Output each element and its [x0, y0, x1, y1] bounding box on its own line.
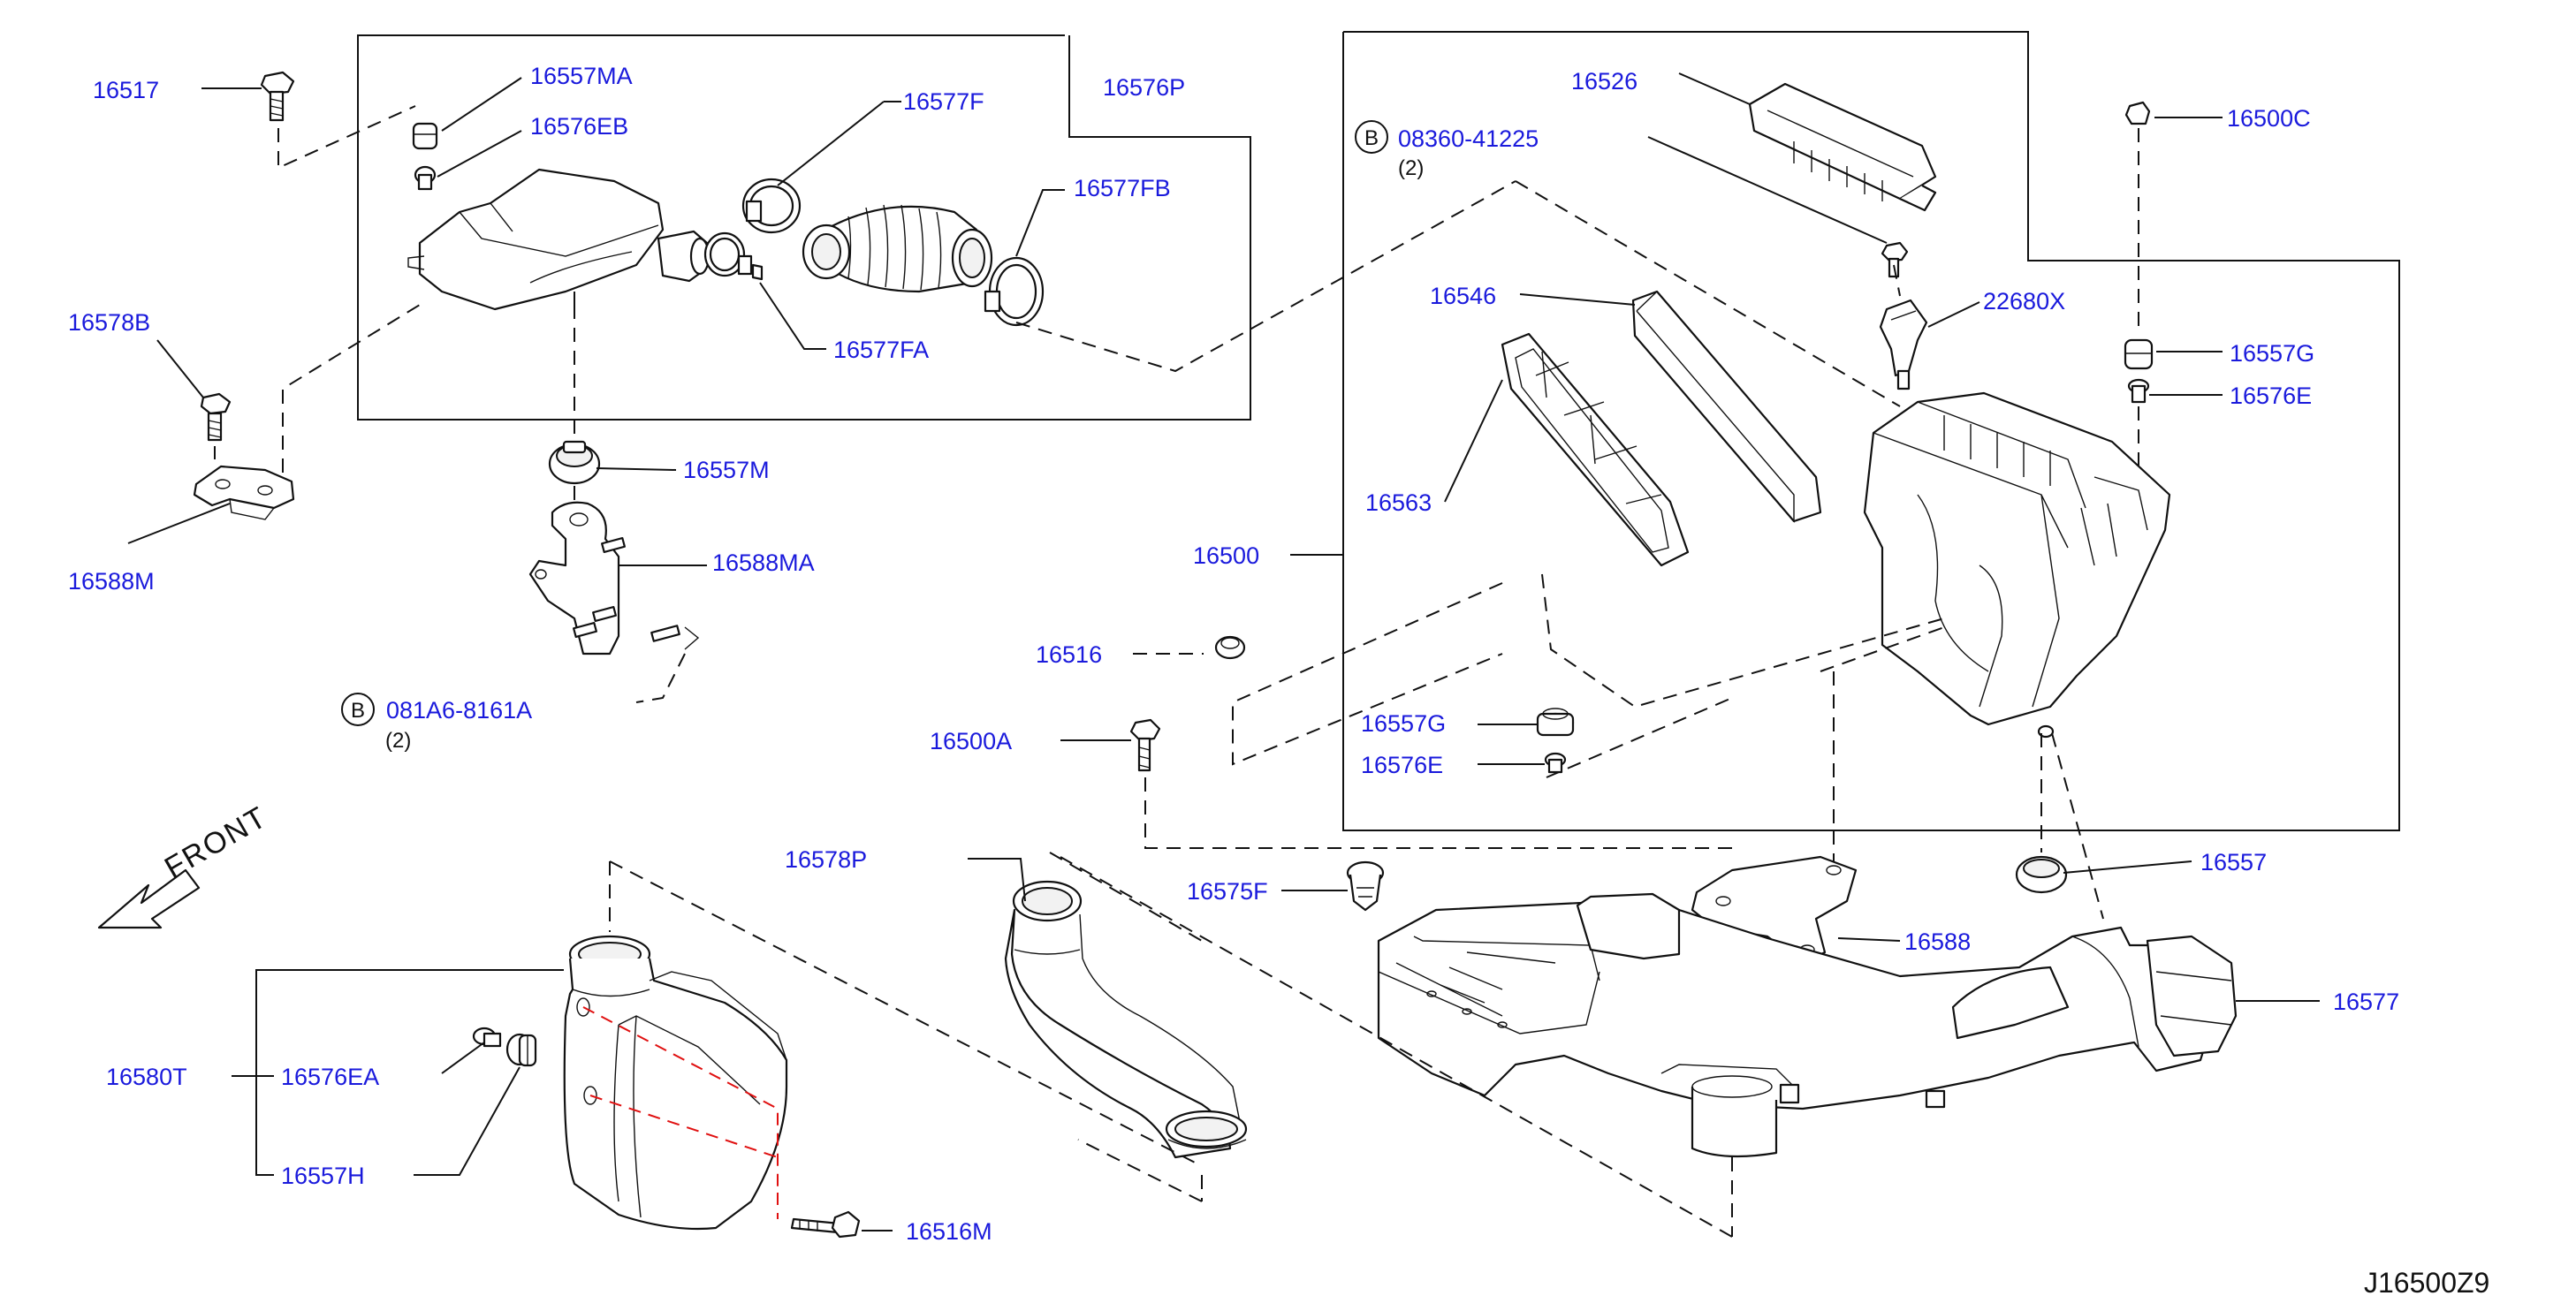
collar-16576E-icon	[1544, 752, 1567, 774]
box-16576P	[357, 34, 1251, 421]
bracket-16588MA-icon	[528, 501, 700, 656]
label-16576EB: 16576EB	[530, 113, 628, 140]
bolt-marker-08360: B	[1355, 120, 1388, 154]
bolt-16516M-icon	[790, 1210, 861, 1239]
label-16576E-right: 16576E	[2230, 383, 2312, 409]
label-16578P: 16578P	[785, 846, 867, 873]
sensor-22680X-icon	[1879, 299, 1928, 390]
label-16577FA: 16577FA	[833, 337, 929, 363]
bolt-marker-081A6: B	[341, 693, 375, 726]
bolt-16500A-icon	[1129, 718, 1161, 772]
label-08360-qty: (2)	[1398, 156, 1424, 180]
label-16578B: 16578B	[68, 309, 150, 336]
label-16500: 16500	[1193, 542, 1259, 569]
box-16500	[1342, 31, 2400, 831]
clamp-16577FB-icon	[984, 256, 1045, 327]
part-labels: 16517 16557MA 16576EB 16577F 16576P 1657…	[68, 63, 2399, 1245]
label-16588MA: 16588MA	[712, 549, 815, 576]
label-081A6-qty: (2)	[385, 729, 411, 753]
label-16516: 16516	[1036, 641, 1102, 668]
label-16546: 16546	[1430, 283, 1496, 309]
collar-16576E-right-icon	[2127, 378, 2150, 404]
label-16577F: 16577F	[903, 88, 984, 115]
label-081A6: 081A6-8161A	[386, 697, 532, 724]
bolt-16578B-icon	[200, 392, 232, 442]
label-16516M: 16516M	[906, 1218, 992, 1245]
label-16557: 16557	[2200, 849, 2267, 875]
svg-text:B: B	[1364, 126, 1379, 150]
air-duct-16576P-icon	[407, 168, 710, 311]
tube-16578P-icon	[1004, 880, 1248, 1159]
hose-16577F-icon	[741, 178, 993, 293]
label-16575F: 16575F	[1187, 878, 1268, 905]
label-16563: 16563	[1365, 489, 1432, 516]
label-16500A: 16500A	[930, 728, 1012, 754]
label-16557H: 16557H	[281, 1163, 365, 1189]
bolt-16517-icon	[260, 71, 295, 122]
label-16588: 16588	[1904, 928, 1971, 955]
grommet-16557MA-icon	[412, 122, 438, 191]
label-16557MA: 16557MA	[530, 63, 633, 89]
grommet-16557H-icon	[505, 1033, 537, 1067]
grommet-16557G-right-icon	[2124, 338, 2154, 370]
label-16557G: 16557G	[1361, 710, 1446, 737]
label-16576P: 16576P	[1103, 74, 1185, 101]
frame-16563-icon	[1501, 332, 1690, 567]
clamp-16577FA-icon	[703, 231, 764, 281]
housing-16500-icon	[1863, 391, 2171, 739]
resonator-16580T-icon	[563, 935, 788, 1231]
nut-16516-icon	[1214, 635, 1246, 660]
label-16577FB: 16577FB	[1074, 175, 1171, 201]
bolt-16500C-icon	[2124, 101, 2151, 125]
label-16576E: 16576E	[1361, 752, 1443, 778]
label-16576EA: 16576EA	[281, 1064, 379, 1090]
label-08360: 08360-41225	[1398, 125, 1539, 152]
label-22680X: 22680X	[1983, 288, 2065, 314]
grommet-16557M-icon	[548, 440, 601, 485]
label-16517: 16517	[93, 77, 159, 103]
cover-16526-icon	[1748, 82, 1937, 212]
collar-16576EA-icon	[472, 1027, 502, 1048]
label-16588M: 16588M	[68, 568, 155, 595]
grommet-16557G-icon	[1536, 708, 1575, 737]
bracket-16588M-icon	[193, 465, 295, 520]
front-label: FRONT	[159, 799, 273, 884]
label-16500C: 16500C	[2227, 105, 2311, 132]
svg-text:B: B	[351, 699, 365, 723]
label-16557G-right: 16557G	[2230, 340, 2314, 367]
duct-16577-icon	[1377, 892, 2238, 1158]
label-16577: 16577	[2333, 989, 2399, 1015]
front-arrow-icon	[97, 868, 201, 929]
clip-16575F-icon	[1346, 860, 1385, 912]
diagram-code: J16500Z9	[2364, 1267, 2489, 1299]
filter-element-16546-icon	[1631, 290, 1822, 523]
grommet-16557-icon	[2015, 855, 2068, 894]
label-16580T: 16580T	[106, 1064, 187, 1090]
label-16526: 16526	[1571, 68, 1638, 95]
label-16557M: 16557M	[683, 457, 770, 483]
